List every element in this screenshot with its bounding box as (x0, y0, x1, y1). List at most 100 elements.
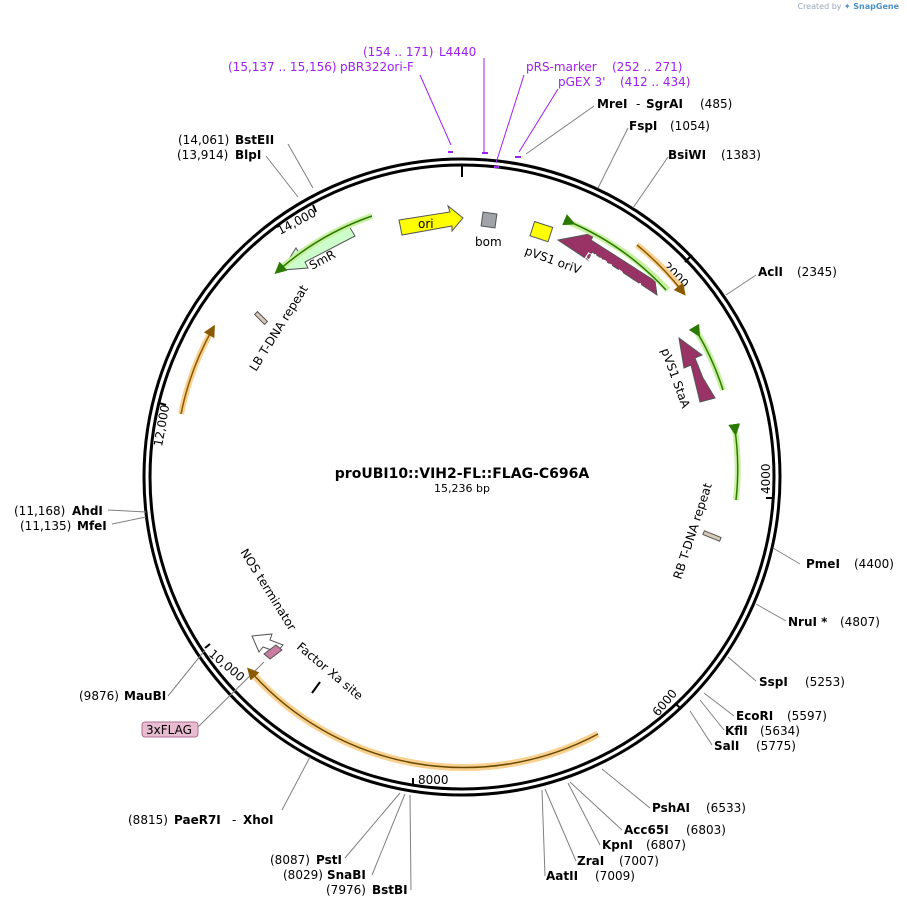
orf-arcs (178, 213, 741, 771)
primer-pbr322ori-range: (15,137 .. 15,156) (228, 60, 337, 74)
enzyme-fspi: FspI (629, 119, 657, 133)
enzyme-mrei: MreI (597, 97, 627, 111)
primer-pbr322ori-name: pBR322ori-F (340, 60, 414, 74)
orf-arc-left-outer (178, 328, 215, 415)
enzyme-acli-pos: (2345) (797, 265, 837, 279)
enzyme-bsteii: BstEII (235, 133, 274, 147)
primer-l4440-range: (154 .. 171) (363, 45, 433, 59)
enzyme-mrei-pos: (485) (700, 97, 732, 111)
feature-pvs1-repa-arrow (556, 232, 658, 297)
flag-callout-label: 3xFLAG (146, 723, 192, 737)
enzyme-paer7i-pos: (8815) (128, 813, 168, 827)
feature-factorxa-label: Factor Xa site (294, 640, 366, 703)
watermark-brand: SnapGene (853, 2, 899, 11)
enzyme-snabi: SnaBI (327, 868, 366, 882)
feature-rb-tdna-box (702, 530, 722, 542)
enzyme-pmei: PmeI (806, 557, 840, 571)
enzyme-blpi-pos: (13,914) (177, 148, 228, 162)
orf-arc-rb-line (728, 423, 741, 501)
primer-pbr322ori-leader (419, 74, 452, 146)
plasmid-length: 15,236 bp (434, 482, 490, 495)
leader-sali (689, 710, 713, 746)
enzyme-pshai-pos: (6533) (706, 801, 746, 815)
enzyme-maubi: MauBI (124, 689, 166, 703)
leader-ahdi (107, 509, 147, 513)
leader-snabi (371, 793, 406, 876)
enzyme-zrai: ZraI (577, 854, 604, 868)
enzyme-bsiwi: BsiWI (668, 148, 706, 162)
enzyme-ecori: EcoRI (736, 709, 773, 723)
enzyme-aatii-pos: (7009) (595, 869, 635, 883)
leader-acc65i (569, 781, 623, 831)
primer-pgex-name: pGEX 3' (558, 75, 605, 89)
plasmid-name: proUBI10::VIH2-FL::FLAG-C696A (335, 466, 590, 482)
backbone-outer (142, 157, 782, 797)
leader-fspi (597, 127, 629, 189)
enzyme-pshai: PshAI (652, 801, 690, 815)
feature-bom-label: bom (475, 235, 502, 249)
leader-bsteii (287, 143, 314, 189)
tick-6000-mark (674, 702, 681, 709)
leader-blpi (265, 155, 299, 198)
enzyme-leaders (107, 105, 801, 891)
enzyme-paer7i-dash: - (232, 813, 236, 827)
enzyme-ahdi-pos: (11,168) (14, 504, 65, 518)
tick-12000-mark (158, 402, 167, 406)
primers: (154 .. 171) L4440 (15,137 .. 15,156) pB… (228, 45, 690, 168)
feature-bom-box (480, 211, 498, 229)
enzyme-bsteii-pos: (14,061) (178, 133, 229, 147)
enzyme-kfli-pos: (5634) (760, 724, 800, 738)
tick-4000: 4000 (759, 463, 773, 494)
tick-12000: 12,000 (151, 404, 172, 448)
leader-nrui (755, 603, 787, 622)
leader-bstbi (409, 794, 412, 891)
enzyme-mfei: MfeI (77, 519, 107, 533)
primer-pgex-range: (412 .. 434) (620, 75, 690, 89)
leader-aatii (541, 789, 546, 877)
watermark-prefix: Created by (797, 2, 842, 11)
enzyme-bstbi: BstBI (372, 883, 408, 897)
snapgene-watermark: Created by ✦ SnapGene (797, 2, 899, 11)
leader-psti (344, 792, 401, 859)
enzyme-sali-pos: (5775) (756, 739, 796, 753)
leader-zrai (544, 788, 577, 862)
enzyme-psti-pos: (8087) (270, 853, 310, 867)
feature-nos-label: NOS terminator (237, 546, 299, 633)
enzyme-nrui-pos: (4807) (840, 615, 880, 629)
orf-arc-vih2-line (247, 667, 599, 769)
enzyme-paer7i: PaeR7I (174, 813, 221, 827)
leader-bsiwi (632, 156, 669, 209)
feature-rb-tdna-label: RB T-DNA repeat (671, 481, 715, 581)
enzyme-bsiwi-pos: (1383) (721, 148, 761, 162)
primer-prs-leader (495, 74, 525, 164)
enzyme-zrai-pos: (7007) (619, 854, 659, 868)
orf-arc-pvs1-repa-inner (562, 214, 667, 291)
leader-mfei (111, 516, 147, 525)
primer-prs-name: pRS-marker (526, 60, 597, 74)
enzyme-blpi: BlpI (235, 148, 261, 162)
leader-mrei (525, 105, 595, 155)
tick-10000-mark (204, 643, 211, 649)
leader-pshai (601, 768, 651, 809)
enzyme-mfei-pos: (11,135) (20, 519, 71, 533)
tick-14000-mark (312, 204, 317, 213)
leader-kfli (699, 699, 725, 731)
tick-2000-mark (684, 254, 693, 263)
enzyme-psti: PstI (316, 853, 342, 867)
feature-factorxa-mark (311, 681, 321, 694)
enzyme-pmei-pos: (4400) (854, 557, 894, 571)
orf-arc-smr-line (274, 215, 373, 274)
flag-callout-box (141, 721, 199, 738)
leader-acli (725, 274, 757, 296)
leader-paer7i (281, 756, 311, 811)
leader-kpni (567, 782, 601, 846)
enzyme-fspi-pos: (1054) (670, 119, 710, 133)
leader-pmei (772, 547, 801, 565)
enzyme-acc65i: Acc65I (624, 823, 669, 837)
enzyme-nrui: NruI * (788, 615, 828, 629)
orf-arc-orange-a-line (636, 244, 686, 296)
leader-ecori (703, 692, 735, 717)
feature-flag-mark (263, 644, 283, 660)
tick-14000: 14,000 (275, 206, 319, 238)
primer-l4440-name: L4440 (439, 45, 476, 59)
